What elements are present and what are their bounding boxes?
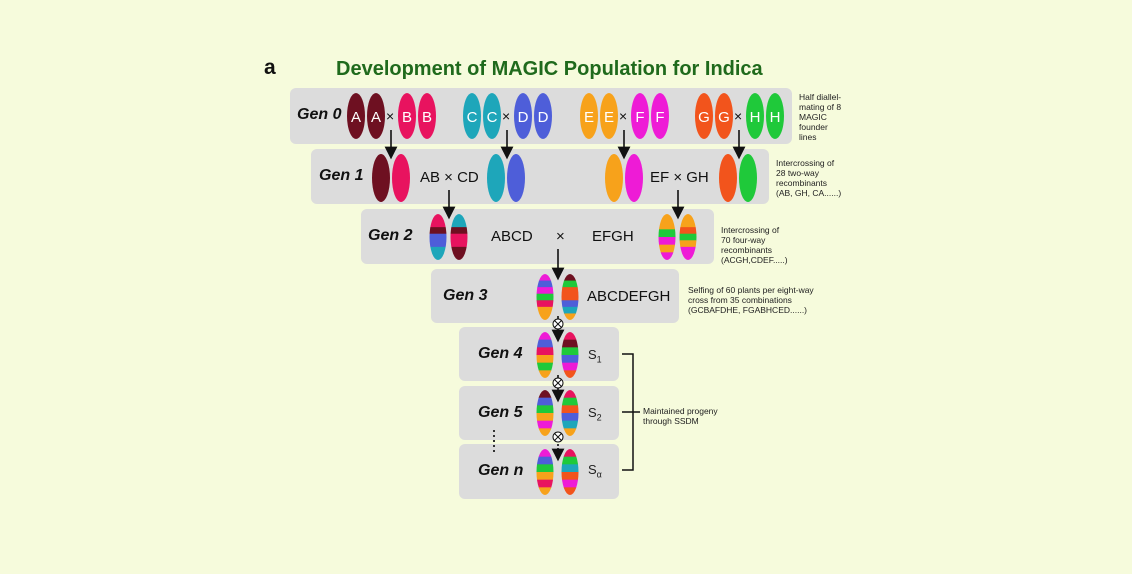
founder-letter: B [401,109,412,126]
chromosome-efgh [658,214,676,260]
cross-symbol: × [619,108,628,124]
gen2-cross-symbol: × [556,228,565,245]
founder-letter: B [421,109,432,126]
chromosome-gh [739,154,757,202]
founder-chromosome [580,93,598,139]
founder-letter: C [486,109,498,126]
gen3-label: Gen 3 [443,287,488,304]
chromosome-gh [719,154,737,202]
founder-chromosome [418,93,436,139]
genn-label: Gen n [478,462,524,479]
founder-letter: A [370,109,381,126]
cross-symbol: × [502,108,511,124]
gen1-cross-abcd: AB × CD [420,169,479,186]
founder-letter: E [583,109,594,126]
selfing-symbol [552,318,564,443]
founder-chromosome [766,93,784,139]
chromosome-abcdefgh [536,274,554,320]
founder-chromosome [367,93,385,139]
chromosome-cd [507,154,525,202]
chromosome-s1 [536,332,554,378]
chromosome-s1 [561,332,579,378]
founder-letter: D [537,109,549,126]
founder-letter: H [749,109,761,126]
founder-letter: F [635,109,645,126]
founder-chromosome [463,93,481,139]
selfing-generation-s1: S1 [588,347,602,365]
founder-chromosome [483,93,501,139]
gen2-label: Gen 2 [368,227,413,244]
chromosome-abcd [429,214,447,260]
chromosome-sn [536,449,554,495]
founder-chromosome [600,93,618,139]
founder-chromosome [746,93,764,139]
founder-letter: F [655,109,665,126]
founder-chromosome [715,93,733,139]
gen2-box [361,209,714,264]
panel-letter: a [264,56,276,79]
founder-chromosome [695,93,713,139]
diagram-title: Development of MAGIC Population for Indi… [336,58,763,80]
founder-letter: C [466,109,478,126]
chromosome-s2 [561,390,579,436]
selfing-generation-sn: Sα [588,462,602,480]
founder-letter: G [718,109,730,126]
founder-chromosome [398,93,416,139]
gen4-label: Gen 4 [478,345,523,362]
founder-chromosome [514,93,532,139]
chromosome-cd [487,154,505,202]
gen2-right-parent: EFGH [592,228,634,245]
cross-symbol: × [386,108,395,124]
gen1-cross-efgh: EF × GH [650,169,709,186]
gen3-eightway: ABCDEFGH [587,288,671,305]
gen5-label: Gen 5 [478,404,523,421]
chromosome-sn [561,449,579,495]
chromosome-ab [372,154,390,202]
chromosome-abcdefgh [561,274,579,320]
founder-chromosome [651,93,669,139]
chromosome-ef [605,154,623,202]
founder-chromosome [534,93,552,139]
founder-letter: E [603,109,614,126]
gen1-label: Gen 1 [319,167,364,184]
chromosome-ab [392,154,410,202]
chromosome-ef [625,154,643,202]
founder-chromosome [631,93,649,139]
gen2-left-parent: ABCD [491,228,533,245]
chromosome-s2 [536,390,554,436]
cross-symbol: × [734,108,743,124]
founder-letter: A [350,109,361,126]
gen0-label: Gen 0 [297,106,342,123]
founder-letter: H [769,109,781,126]
selfing-generation-s2: S2 [588,405,602,423]
founder-chromosome [347,93,365,139]
founder-letter: G [698,109,710,126]
ssdm-bracket [622,353,640,471]
founder-letter: D [517,109,529,126]
